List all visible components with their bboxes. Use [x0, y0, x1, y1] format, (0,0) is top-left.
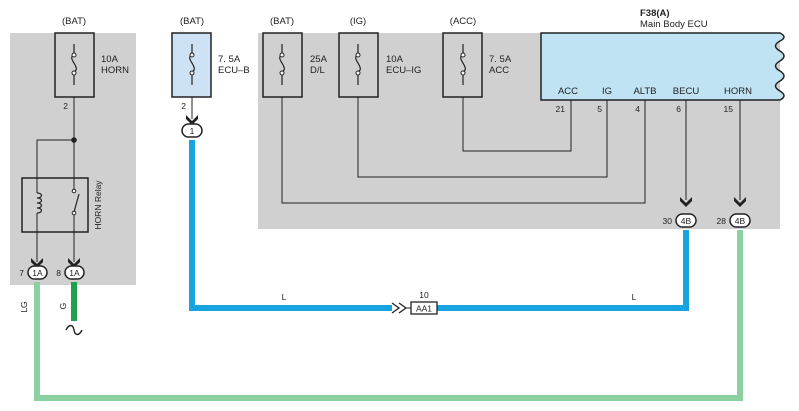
wire-end-tilde-icon	[65, 324, 83, 336]
fuse-ecu-b-source: (BAT)	[180, 16, 204, 27]
fuse-horn-pin: 2	[63, 101, 68, 111]
wire-blue-left	[189, 140, 392, 311]
fuse-horn-name: HORN	[101, 65, 129, 76]
fuse-acc-name: ACC	[489, 65, 509, 76]
fuse-horn-source: (BAT)	[62, 16, 86, 27]
ecu-terminal-ig: IG	[602, 86, 612, 97]
ecu-code: F38(A)	[640, 8, 670, 19]
fuse-dl	[262, 32, 303, 98]
svg-text:AA1: AA1	[416, 304, 432, 314]
ecu-terminal-horn: HORN	[724, 86, 752, 97]
connector-4b-pin28: 4B	[729, 213, 751, 228]
connector-1a-pin7-number: 7	[19, 268, 24, 278]
svg-text:4B: 4B	[735, 216, 746, 226]
fuse-dl-rating: 25A	[310, 54, 328, 65]
horn-relay-label: HORN Relay	[93, 180, 103, 230]
fuse-acc-source: (ACC)	[450, 16, 476, 27]
wire-ig	[357, 97, 608, 178]
fuse-acc-rating: 7. 5A	[489, 54, 512, 65]
splice-dot	[71, 137, 77, 143]
fuse-ecu-b-pin: 2	[181, 101, 186, 111]
fuse-ecu-b-rating: 7. 5A	[218, 54, 241, 65]
wire-color-l-right: L	[632, 292, 637, 302]
connector-1a-pin7: 1A	[27, 265, 48, 280]
wire-color-g: G	[58, 303, 68, 310]
ecu-terminal-acc: ACC	[558, 86, 578, 97]
junction-connector-aa1: AA1	[391, 301, 438, 315]
svg-text:1: 1	[190, 126, 195, 136]
connector-4b-pin30-number: 30	[663, 216, 673, 226]
ecu-terminal-becu: BECU	[673, 86, 700, 97]
arrow-head-icon	[186, 115, 198, 125]
fuse-ecu-ig-source: (IG)	[350, 16, 366, 27]
ecu-pin-horn: 15	[724, 104, 734, 114]
svg-text:4B: 4B	[681, 216, 692, 226]
junction-aa1-pin: 10	[419, 290, 429, 300]
ecu-pin-ig: 5	[597, 104, 602, 114]
connector-4b-pin28-number: 28	[717, 216, 727, 226]
fuse-ecu-b	[171, 32, 212, 98]
wire-relay-feed	[36, 139, 74, 178]
fuse-dl-name: D/L	[310, 65, 325, 76]
ecu-pin-acc: 21	[556, 104, 566, 114]
connector-1a-pin8: 1A	[64, 265, 85, 280]
fuse-ecu-ig	[338, 32, 379, 98]
connector-4b-pin30: 4B	[675, 213, 697, 228]
fuse-horn-rating: 10A	[101, 54, 119, 65]
wire-light-green	[34, 230, 743, 401]
wire-acc	[462, 97, 572, 152]
arrow-head-icon	[680, 197, 692, 207]
fuse-ecu-ig-name: ECU–IG	[386, 65, 421, 76]
connector-1: 1	[181, 123, 203, 138]
ecu-pin-altb: 4	[635, 104, 640, 114]
connector-1a-pin8-number: 8	[56, 268, 61, 278]
fuse-acc	[442, 32, 483, 98]
horn-relay	[21, 177, 89, 233]
wire-color-l-left: L	[282, 292, 287, 302]
wire-blue-right	[437, 230, 689, 311]
ecu-name: Main Body ECU	[640, 19, 708, 30]
svg-text:1A: 1A	[69, 268, 80, 278]
wire-dl-altb	[281, 97, 646, 204]
arrow-head-icon	[734, 197, 746, 207]
ecu-pin-becu: 6	[676, 104, 681, 114]
ecu-terminal-altb: ALTB	[633, 86, 656, 97]
svg-text:1A: 1A	[32, 268, 43, 278]
fuse-ecu-ig-rating: 10A	[386, 54, 404, 65]
wire-color-lg: LG	[19, 301, 29, 312]
fuse-ecu-b-name: ECU–B	[218, 65, 250, 76]
fuse-horn	[54, 32, 95, 98]
fuse-dl-source: (BAT)	[270, 16, 294, 27]
